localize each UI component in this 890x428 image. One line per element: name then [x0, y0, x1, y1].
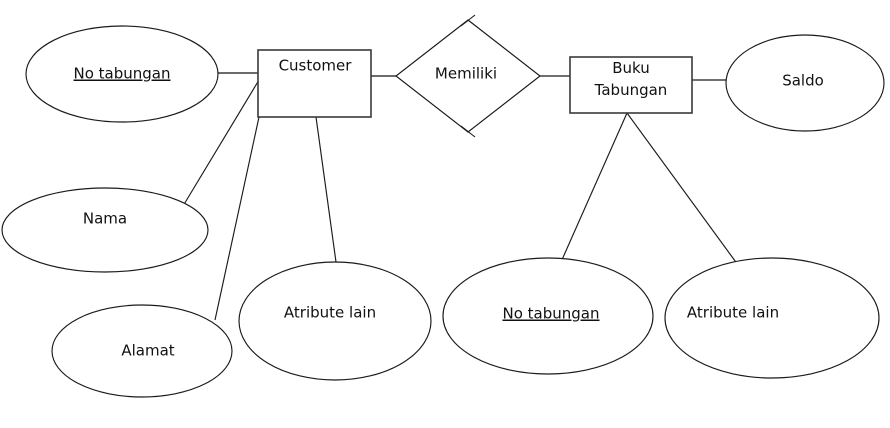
attribute-label: No tabungan	[503, 305, 600, 323]
attribute-saldo[interactable]: Saldo	[725, 34, 885, 132]
connector-customer-to-atribute-lain	[315, 116, 337, 263]
attribute-nama[interactable]: Nama	[1, 187, 209, 273]
attribute-label: Alamat	[121, 342, 174, 360]
attribute-label: Saldo	[782, 72, 824, 90]
connector-group	[182, 72, 739, 321]
memiliki-bottom-tick-icon	[460, 125, 476, 138]
attribute-no-tabungan-buku[interactable]: No tabungan	[442, 257, 654, 375]
attribute-atribute-lain-customer[interactable]: Atribute lain	[238, 261, 432, 381]
connector-customer-to-alamat	[214, 116, 260, 321]
attribute-atribute-lain-buku[interactable]: Atribute lain	[664, 257, 880, 379]
attribute-ellipse	[25, 25, 219, 123]
attribute-ellipse	[725, 34, 885, 132]
connector-buku-tabungan-to-no-tabungan	[560, 112, 628, 263]
entity-rectangle	[569, 56, 693, 114]
connector-customer-to-nama	[182, 79, 260, 207]
attribute-alamat[interactable]: Alamat	[51, 304, 233, 398]
memiliki-top-tick-icon	[460, 14, 476, 27]
attribute-no-tabungan-customer[interactable]: No tabungan	[25, 25, 219, 123]
entity-label-line2: Tabungan	[594, 81, 668, 99]
attribute-ellipse	[238, 261, 432, 381]
relationship-memiliki[interactable]: Memiliki	[395, 14, 541, 138]
attribute-label: Atribute lain	[687, 304, 779, 322]
entity-customer[interactable]: Customer	[257, 49, 372, 118]
attribute-label: Nama	[83, 210, 127, 228]
attribute-ellipse	[51, 304, 233, 398]
entity-buku-tabungan[interactable]: Buku Tabungan	[569, 56, 693, 114]
attribute-ellipse	[442, 257, 654, 375]
entity-label-line1: Buku	[612, 59, 650, 77]
attribute-ellipse	[1, 187, 209, 273]
attribute-label: Atribute lain	[284, 304, 376, 322]
attribute-label: No tabungan	[74, 65, 171, 83]
relationship-label: Memiliki	[435, 65, 497, 83]
attribute-ellipse	[664, 257, 880, 379]
connector-buku-tabungan-to-atribute-lain	[626, 112, 739, 266]
entity-label: Customer	[279, 57, 353, 75]
entity-rectangle	[257, 49, 372, 118]
